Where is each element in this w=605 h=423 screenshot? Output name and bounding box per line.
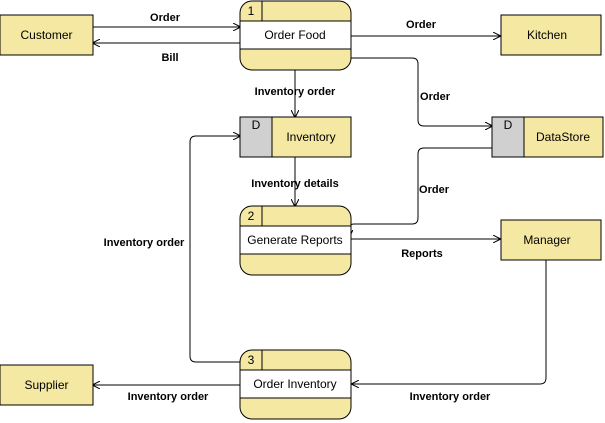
entity-kitchen-label: Kitchen bbox=[527, 28, 567, 42]
flow-labels: Order Bill Order Inventory order Order I… bbox=[104, 12, 491, 403]
flow-order-food-to-datastore bbox=[351, 57, 492, 126]
flow-label-inventory-details: Inventory details bbox=[251, 178, 338, 190]
process-generate-reports[interactable]: 2 Generate Reports bbox=[239, 205, 352, 276]
process-order-food-number: 1 bbox=[248, 4, 255, 18]
store-datastore-id: D bbox=[504, 118, 513, 132]
store-datastore[interactable]: D DataStore bbox=[491, 116, 604, 158]
entity-manager-label: Manager bbox=[523, 233, 570, 247]
flow-label-customer-order: Order bbox=[150, 12, 181, 24]
store-inventory-id: D bbox=[252, 118, 261, 132]
entity-customer[interactable]: Customer bbox=[0, 14, 94, 56]
process-generate-reports-number: 2 bbox=[248, 209, 255, 223]
flow-label-inventory-order-left: Inventory order bbox=[104, 237, 185, 249]
flow-label-reports: Reports bbox=[401, 248, 443, 260]
entity-manager[interactable]: Manager bbox=[500, 219, 602, 261]
process-order-inventory[interactable]: 3 Order Inventory bbox=[239, 349, 352, 420]
flow-label-reports-order: Order bbox=[419, 184, 450, 196]
entity-supplier-label: Supplier bbox=[24, 378, 68, 392]
process-order-food[interactable]: 1 Order Food bbox=[239, 0, 352, 71]
flow-label-manager-order: Inventory order bbox=[410, 391, 491, 403]
process-generate-reports-label: Generate Reports bbox=[247, 233, 342, 247]
store-inventory[interactable]: D Inventory bbox=[239, 116, 352, 158]
flow-label-datastore-order: Order bbox=[420, 91, 451, 103]
flow-manager-to-order-inventory bbox=[352, 260, 547, 384]
flow-lines bbox=[93, 27, 547, 385]
entity-kitchen[interactable]: Kitchen bbox=[500, 14, 602, 56]
flow-label-inventory-order-top: Inventory order bbox=[255, 86, 336, 98]
flow-label-kitchen-order: Order bbox=[406, 19, 437, 31]
flow-order-inventory-to-inventory bbox=[189, 136, 240, 363]
store-datastore-label: DataStore bbox=[536, 130, 590, 144]
process-order-food-label: Order Food bbox=[264, 28, 325, 42]
flow-label-supplier-order: Inventory order bbox=[128, 391, 209, 403]
process-order-inventory-number: 3 bbox=[248, 353, 255, 367]
entity-supplier[interactable]: Supplier bbox=[0, 364, 94, 406]
store-inventory-label: Inventory bbox=[286, 130, 335, 144]
flow-label-bill: Bill bbox=[161, 52, 178, 64]
entity-customer-label: Customer bbox=[20, 28, 72, 42]
process-order-inventory-label: Order Inventory bbox=[253, 377, 336, 391]
